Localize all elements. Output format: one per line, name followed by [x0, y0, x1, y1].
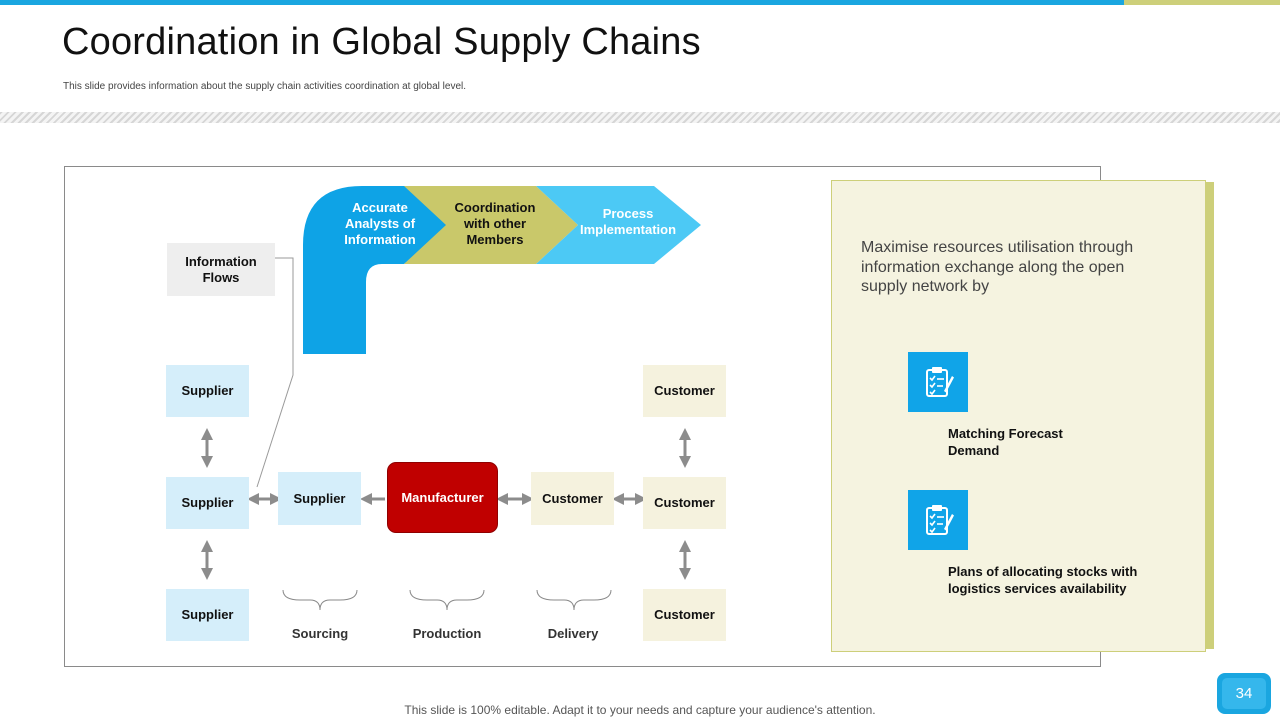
- stage-label-delivery: Delivery: [547, 626, 599, 641]
- top-accent-bar-secondary: [1124, 0, 1280, 5]
- supplier-box-top: Supplier: [166, 365, 249, 417]
- page-number: 34: [1235, 685, 1253, 702]
- stage-label-production: Production: [412, 626, 482, 641]
- customer-box-middle: Customer: [643, 477, 726, 529]
- footer-note: This slide is 100% editable. Adapt it to…: [404, 703, 876, 717]
- brace-sourcing: [282, 589, 358, 611]
- stage-label-sourcing: Sourcing: [291, 626, 349, 641]
- flow-arrow-segment-coordination: [404, 186, 578, 264]
- info-flow-connector: [256, 257, 294, 488]
- flow-step-implementation: Process Implementation: [579, 206, 677, 237]
- supplier-box-middle: Supplier: [166, 477, 249, 529]
- flow-step-coordination: Coordination with other Members: [454, 200, 536, 247]
- page-title: Coordination in Global Supply Chains: [62, 21, 701, 63]
- panel-intro-text: Maximise resources utilisation through i…: [861, 239, 1134, 295]
- top-accent-bar: [0, 0, 1124, 5]
- supplier-box-bottom: Supplier: [166, 589, 249, 641]
- flow-arrow-segment-analysis: [303, 186, 450, 354]
- panel-accent: [1205, 182, 1214, 649]
- manufacturer-box: Manufacturer: [387, 462, 498, 533]
- supplier-box-sourcing: Supplier: [278, 472, 361, 525]
- panel-item-matching-forecast: Matching Forecast Demand: [948, 426, 1063, 458]
- flow-arrow-segment-implementation: [536, 186, 701, 264]
- page-number-badge: 34: [1217, 673, 1271, 714]
- information-flows-box: Information Flows: [167, 243, 275, 296]
- clipboard-checklist-icon: [908, 352, 968, 412]
- customer-box-top: Customer: [643, 365, 726, 417]
- clipboard-checklist-icon: [908, 490, 968, 550]
- brace-production: [409, 589, 485, 611]
- info-panel: [831, 180, 1206, 652]
- flow-step-analysis: Accurate Analysts of Information: [344, 200, 416, 247]
- customer-box-bottom: Customer: [643, 589, 726, 641]
- customer-box-delivery: Customer: [531, 472, 614, 525]
- page-subtitle: This slide provides information about th…: [63, 81, 467, 92]
- header-divider: [0, 112, 1280, 123]
- panel-item-allocating-stocks: Plans of allocating stocks with logistic…: [948, 564, 1138, 596]
- header: Coordination in Global Supply Chains Thi…: [0, 5, 1280, 112]
- brace-delivery: [536, 589, 612, 611]
